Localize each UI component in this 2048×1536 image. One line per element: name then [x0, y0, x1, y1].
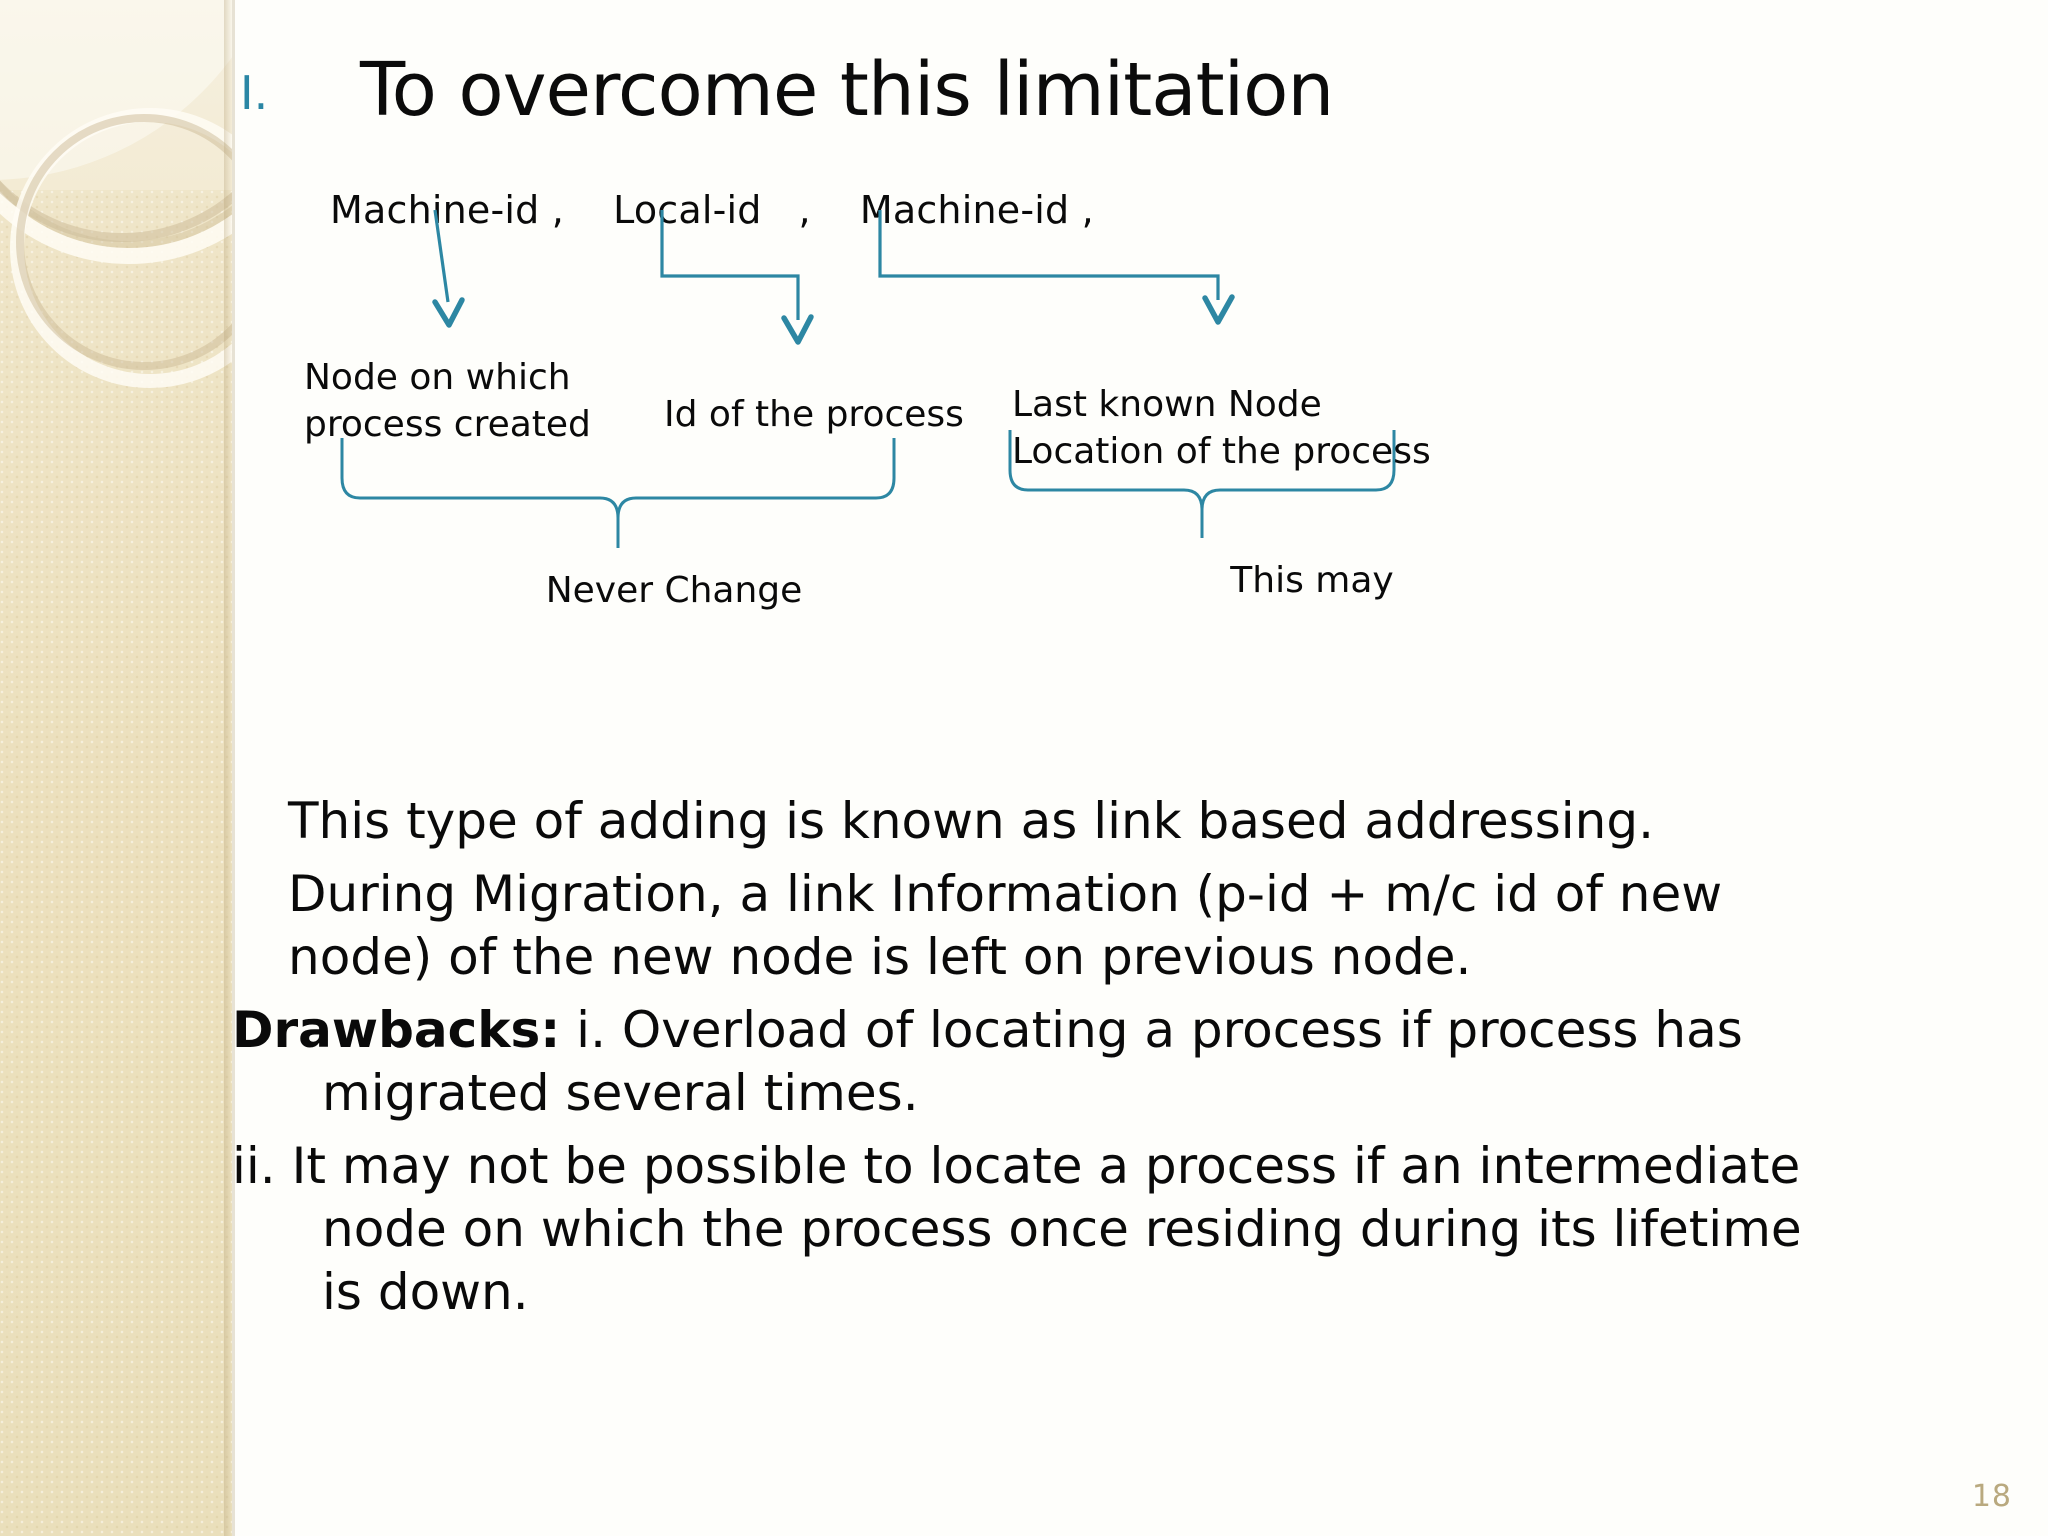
paragraph-during-migration-line2: node) of the new node is left on previou… — [288, 928, 1472, 986]
label-last-known-node: Last known Node Location of the process — [1012, 384, 1431, 472]
label-this-may: This may — [1230, 560, 1394, 601]
addressing-diagram: Machine-id , Local-id , Machine-id , — [232, 188, 2048, 790]
page-title: To overcome this limitation — [360, 47, 1334, 133]
drawback-ii-line3: is down. — [322, 1263, 529, 1321]
band-divider — [232, 0, 235, 1536]
diagram-header-row: Machine-id , Local-id , Machine-id , — [330, 188, 1094, 232]
band-edge-shadow — [224, 0, 232, 1536]
label-node-created: Node on which process created — [304, 357, 591, 445]
paragraph-during-migration: During Migration, a link Information (p-… — [232, 863, 2048, 989]
page-number: 18 — [1971, 1479, 2012, 1514]
drawback-ii-line1: ii. It may not be possible to locate a p… — [232, 1137, 1801, 1195]
drawback-i-line1: i. Overload of locating a process if pro… — [560, 1001, 1743, 1059]
paragraph-link-based-addressing: This type of adding is known as link bas… — [288, 792, 1654, 850]
paragraph-drawbacks: Drawbacks: i. Overload of locating a pro… — [232, 999, 2048, 1125]
paragraph-drawback-ii: ii. It may not be possible to locate a p… — [232, 1135, 2048, 1324]
title-list-marker: I. — [240, 66, 269, 120]
slide-title-row: I. To overcome this limitation — [240, 47, 2030, 133]
drawback-ii-line2: node on which the process once residing … — [322, 1200, 1802, 1258]
decorative-side-band — [0, 0, 232, 1536]
decorative-circle-lower-inner — [16, 114, 232, 370]
label-process-id: Id of the process — [664, 394, 964, 435]
paragraph-during-migration-line1: During Migration, a link Information (p-… — [288, 865, 1723, 923]
slide-body: This type of adding is known as link bas… — [232, 790, 2048, 1334]
drawbacks-label: Drawbacks: — [232, 1001, 561, 1059]
drawback-i-line2: migrated several times. — [322, 1064, 919, 1122]
label-never-change: Never Change — [545, 570, 803, 611]
diagram-connectors — [340, 209, 1396, 548]
